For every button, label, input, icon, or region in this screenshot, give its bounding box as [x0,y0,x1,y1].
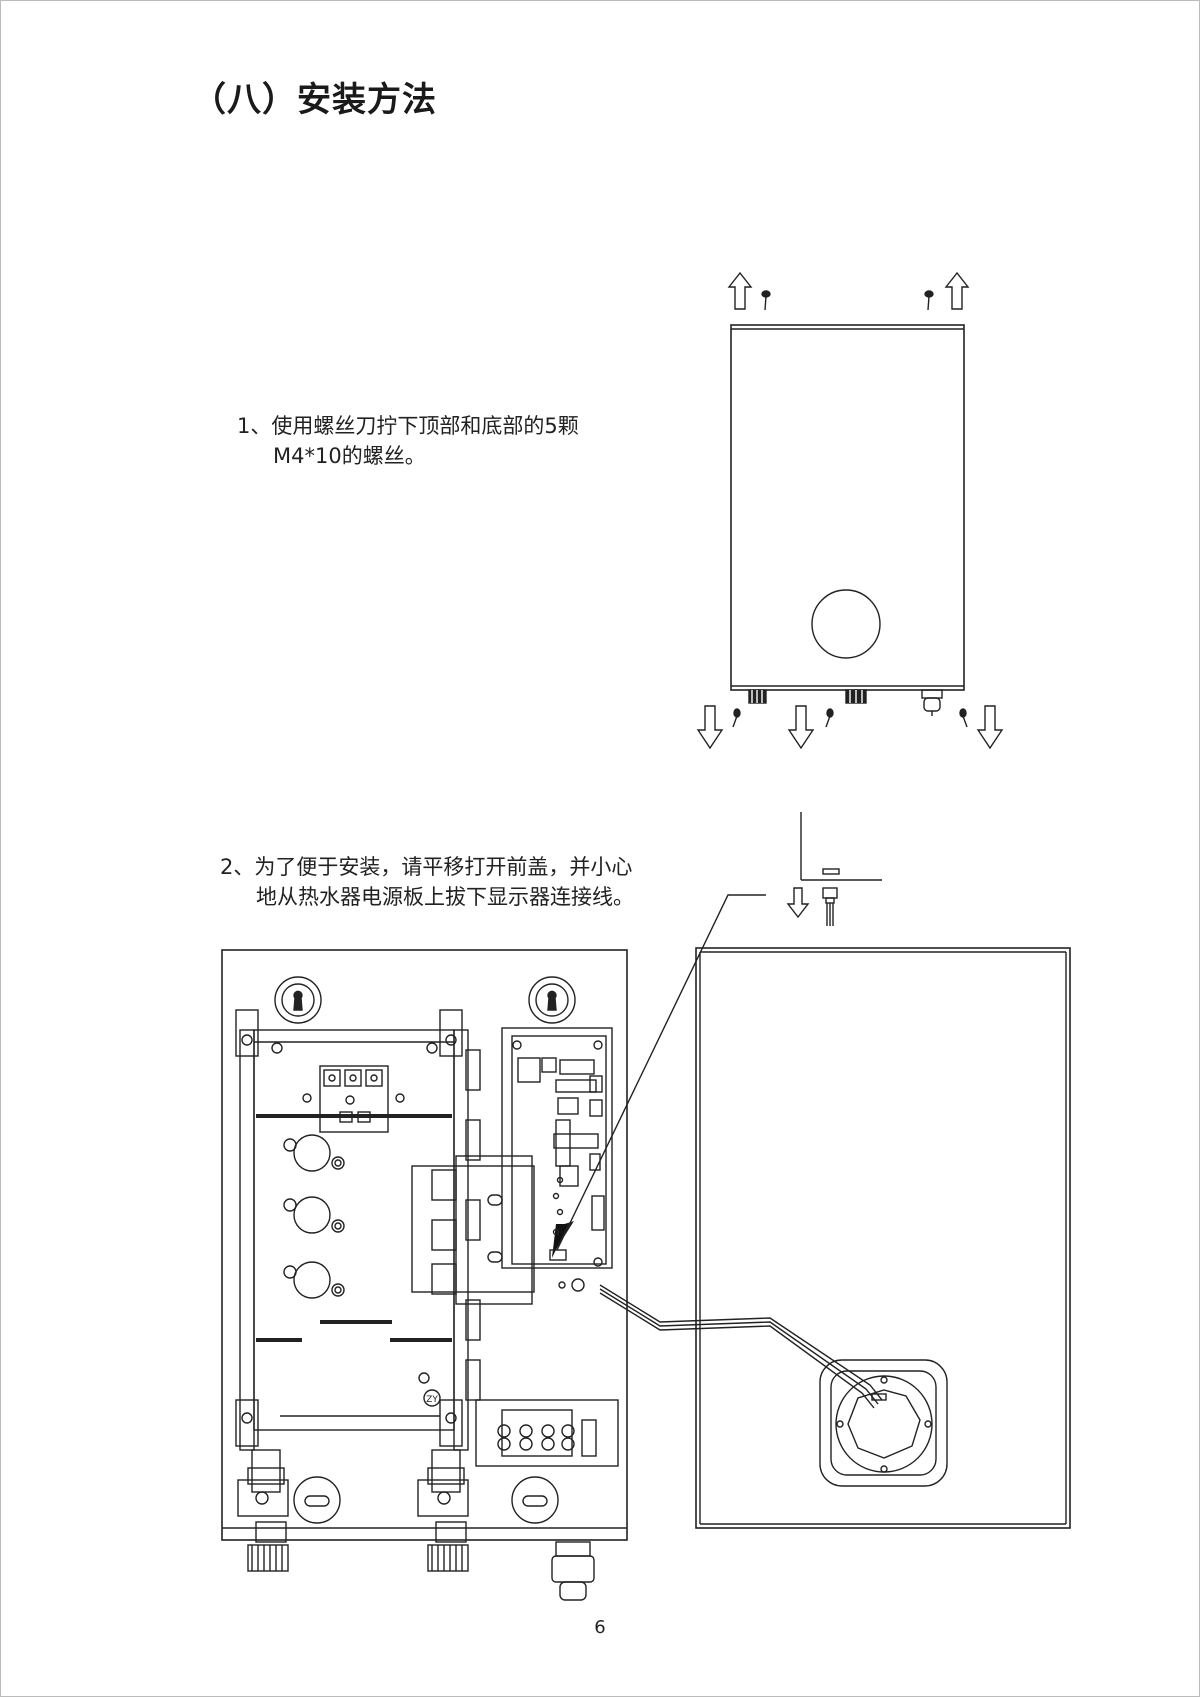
screw-icon [825,708,834,728]
arrow-up-icon [727,271,753,310]
arrow-down-icon [786,887,810,919]
terminal-block [475,1399,619,1467]
figure-screw-removal [696,271,1004,750]
front-cover-back [695,947,1071,1529]
display-window [811,589,881,659]
display-cable [599,1284,883,1409]
thermostat-block [302,1065,405,1133]
step-2-line-2: 地从热水器电源板上拔下显示器连接线。 [256,885,634,909]
zy-plate-label: ZY [426,1395,438,1405]
water-valve [417,1449,469,1543]
step-2-instruction: 2、为了便于安装，请平移打开前盖，并小心 地从热水器电源板上拔下显示器连接线。 [220,852,634,912]
section-title: （八）安装方法 [192,80,437,120]
arrow-down-icon [696,705,724,750]
threaded-pipe [427,1544,469,1572]
heater-body-front [730,324,965,691]
threaded-pipe [247,1544,289,1572]
arrow-down-icon [787,705,815,750]
figure-open-cover: ZY [221,812,1071,1601]
arrow-down-icon [976,705,1004,750]
screw-icon [761,290,771,311]
step-1-line-1: 1、使用螺丝刀拧下顶部和底部的5颗 [237,414,579,438]
mounting-keyhole [274,976,322,1024]
heating-element [283,1134,345,1172]
arrow-up-icon [944,271,970,310]
screw-icon [959,708,968,728]
connector-detail [786,812,882,926]
cable-gland [551,1541,595,1601]
knockout [511,1476,559,1524]
relay-column [465,1049,481,1401]
step-1-line-2: M4*10的螺丝。 [273,444,426,468]
leader-line [556,894,766,1251]
zy-plate: ZY [423,1389,441,1407]
knockout [293,1476,341,1524]
open-chassis: ZY [221,949,883,1601]
display-mount [819,1359,948,1487]
page-number: 6 [594,1617,606,1638]
heating-element [283,1261,345,1299]
bracket [235,1009,463,1447]
step-1-instruction: 1、使用螺丝刀拧下顶部和底部的5颗 M4*10的螺丝。 [237,411,579,471]
control-pcb [501,1027,613,1269]
step-2-line-1: 2、为了便于安装，请平移打开前盖，并小心 [220,855,633,879]
water-fitting [845,689,867,704]
screw-icon [924,290,934,311]
ground-screw [571,1278,585,1292]
heating-element [283,1196,345,1234]
mounting-keyhole [528,976,576,1024]
cable-gland [921,689,943,716]
water-valve [237,1449,289,1543]
screw-icon [732,708,741,728]
central-bracket [411,1155,535,1305]
water-fitting [748,689,767,704]
